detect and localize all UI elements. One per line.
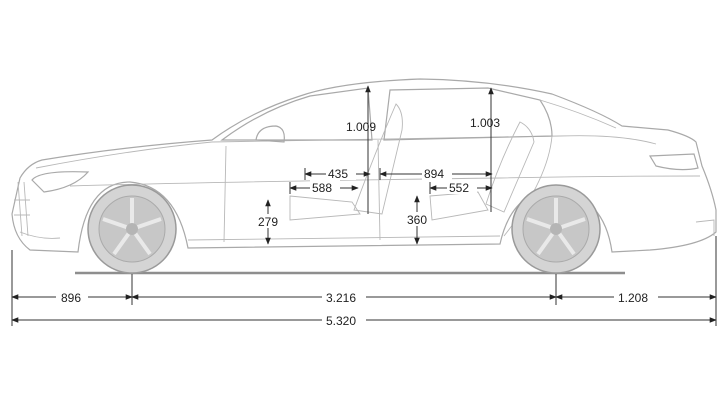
rear-seat-cushion <box>429 191 489 221</box>
character-line <box>69 175 701 187</box>
label-bg <box>322 313 366 327</box>
rocker-line <box>187 235 501 241</box>
label-bg <box>326 166 356 180</box>
front-seat-height-label: 279 <box>258 215 278 229</box>
rear-seat-depth-label: 552 <box>449 181 469 195</box>
side-mirror <box>255 125 285 143</box>
label-bg <box>310 180 340 194</box>
rear-seat-height-label: 360 <box>407 213 427 227</box>
front-window <box>220 87 373 141</box>
label-bg <box>56 290 88 304</box>
overall-length-label: 5.320 <box>326 314 356 328</box>
front-bumper <box>19 231 61 239</box>
rear-legroom-label: 894 <box>424 167 444 181</box>
belt-line <box>211 135 657 145</box>
rear-window <box>383 87 553 141</box>
rear-headroom-label: 1.003 <box>470 116 500 130</box>
front-seat-depth-label: 588 <box>312 181 332 195</box>
c-pillar <box>539 99 617 129</box>
label-bg <box>256 214 280 228</box>
interior-dimensions: 1.009 1.003 435 588 894 552 279 360 <box>256 85 500 245</box>
front-door-edge <box>223 145 227 243</box>
grille <box>14 181 30 237</box>
wheelbase-label: 3.216 <box>326 291 356 305</box>
label-bg <box>422 166 452 180</box>
front-wheel <box>87 184 177 274</box>
rear-wheel <box>511 184 601 274</box>
rear-overhang-label: 1.208 <box>618 291 648 305</box>
label-bg <box>614 290 658 304</box>
body-outline <box>11 78 717 253</box>
front-overhang-label: 896 <box>61 291 81 305</box>
exterior-dimensions: 896 3.216 1.208 5.320 <box>11 236 717 328</box>
headlight <box>31 171 90 193</box>
label-bg <box>447 180 477 194</box>
label-bg <box>322 290 366 304</box>
front-seat-cushion <box>289 195 361 221</box>
b-pillar-line <box>377 139 381 241</box>
label-bg <box>405 212 429 226</box>
taillight <box>648 153 699 171</box>
front-seat-to-pillar-label: 435 <box>328 167 348 181</box>
exhaust <box>695 219 715 236</box>
front-headroom-label: 1.009 <box>346 120 376 134</box>
hood-line <box>35 141 213 169</box>
rear-seat-back <box>485 121 535 213</box>
